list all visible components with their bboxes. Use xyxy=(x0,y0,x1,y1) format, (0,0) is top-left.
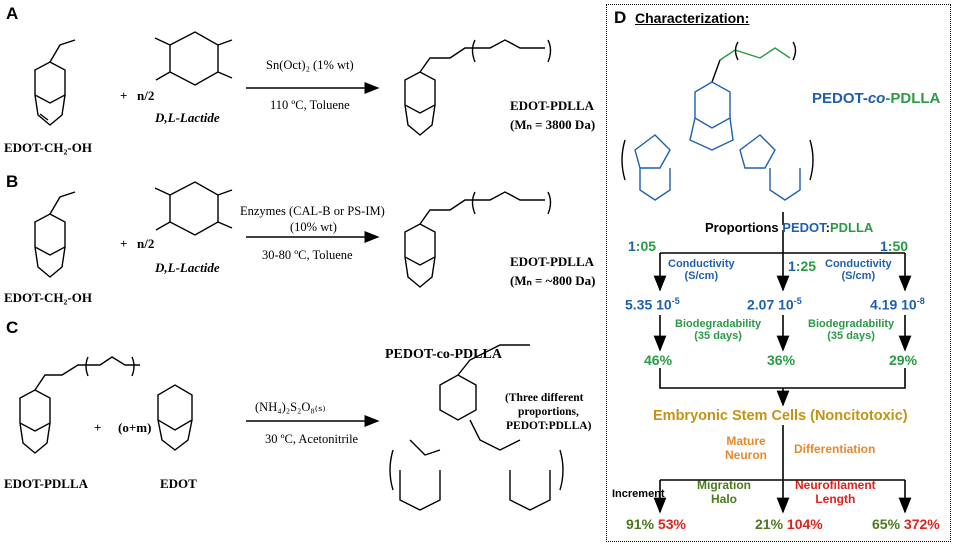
condition-enzymes-b: Enzymes (CAL-B or PS-IM) xyxy=(240,204,385,218)
result-3: 65% 372% xyxy=(872,516,940,532)
condition-catalyst-a: Sn(Oct)₂ (1% wt) xyxy=(266,58,354,72)
product-mn-b: (Mₙ = ~800 Da) xyxy=(510,273,596,288)
product-note-1-c: (Three different xyxy=(505,392,584,404)
edot-ch2oh-structure-b xyxy=(34,191,76,278)
proportions-pdlla: PDLLA xyxy=(829,220,874,235)
pedot-co-pdlla-product-c xyxy=(389,344,564,511)
pedot-co-pdlla-structure-d xyxy=(621,41,814,201)
biodegradability-value-1: 46% xyxy=(644,352,673,368)
edot-pdlla-product-b xyxy=(404,191,552,288)
polymer-co: co xyxy=(867,90,886,107)
stem-cells-label: Embryonic Stem Cells (Noncitotoxic) xyxy=(653,408,908,424)
plus-b: + xyxy=(120,236,128,251)
product-name-b: EDOT-PDLLA xyxy=(510,254,595,269)
condition-temp-c: 30 ºC, Acetonitrile xyxy=(265,432,359,446)
edot-pdlla-reactant-c xyxy=(19,356,140,454)
panel-label-b: B xyxy=(6,172,19,191)
flow-lines-d xyxy=(653,212,912,514)
condition-temp-b: 30-80 ºC, Toluene xyxy=(262,248,353,262)
polymer-name-d: PEDOT-co-PDLLA xyxy=(812,90,940,107)
lactide-ring-a xyxy=(154,31,233,86)
biodegradability-value-3: 29% xyxy=(889,352,918,368)
increment-label: Increment xyxy=(612,488,665,500)
panel-label-d: D xyxy=(614,8,627,27)
result-2: 21% 104% xyxy=(755,516,823,532)
coefficient-b: n/2 xyxy=(137,236,155,251)
conductivity-value-2: 2.07 10-5 xyxy=(747,296,802,313)
reactant-edot-pdlla-c: EDOT-PDLLA xyxy=(4,476,89,491)
product-note-2-c: proportions, xyxy=(518,406,579,418)
conductivity-label-2: Conductivity(S/cm) xyxy=(825,258,892,282)
polymer-pedot: PEDOT- xyxy=(812,90,868,107)
coefficient-c: (o+m) xyxy=(118,420,152,435)
proportions-label: Proportions xyxy=(705,220,779,235)
panel-label-a: A xyxy=(6,4,19,23)
product-name-a: EDOT-PDLLA xyxy=(510,98,595,113)
condition-oxidant-c: (NH₄)₂S₂O₈₍ₛ₎ xyxy=(255,400,326,414)
differentiation-label: Differentiation xyxy=(794,442,876,456)
product-name-c: PEDOT-co-PDLLA xyxy=(385,347,502,362)
proportions-pedot: PEDOT xyxy=(782,220,826,235)
ratio-2: 1:25 xyxy=(788,258,817,274)
reactant-edot-ch2oh-a: EDOT-CH₂-OH xyxy=(4,140,92,155)
reactant-edot-c: EDOT xyxy=(160,476,197,491)
conductivity-label-1: Conductivity(S/cm) xyxy=(668,258,735,282)
characterization-panel xyxy=(606,4,951,542)
coefficient-a: n/2 xyxy=(137,88,155,103)
biodegradability-label-2: Biodegradability(35 days) xyxy=(808,318,895,342)
reactant-lactide-b: D,L-Lactide xyxy=(155,260,220,275)
condition-temp-a: 110 ºC, Toluene xyxy=(270,98,350,112)
product-mn-a: (Mₙ = 3800 Da) xyxy=(510,117,596,132)
reactant-lactide-a: D,L-Lactide xyxy=(155,110,220,125)
biodegradability-label-1: Biodegradability(35 days) xyxy=(675,318,762,342)
edot-monomer-c xyxy=(157,384,193,451)
panel-label-c: C xyxy=(6,318,19,337)
lactide-ring-b xyxy=(154,181,233,236)
conductivity-value-3: 4.19 10-8 xyxy=(870,296,925,313)
proportions-heading: Proportions PEDOT:PDLLA xyxy=(705,220,873,235)
result-1: 91% 53% xyxy=(626,516,686,532)
polymer-pdlla: -PDLLA xyxy=(885,90,941,107)
ratio-1: 1:05 xyxy=(628,238,657,254)
plus-c: + xyxy=(94,420,102,435)
condition-wt-b: (10% wt) xyxy=(290,220,337,234)
edot-pdlla-product-a xyxy=(404,39,552,136)
plus-a: + xyxy=(120,88,128,103)
product-note-3-c: PEDOT:PDLLA) xyxy=(506,420,592,432)
biodegradability-value-2: 36% xyxy=(767,352,796,368)
reactant-edot-ch2oh-b: EDOT-CH₂-OH xyxy=(4,290,92,305)
ratio-3: 1:50 xyxy=(880,238,909,254)
edot-ch2oh-structure-a xyxy=(34,39,76,126)
conductivity-value-1: 5.35 10-5 xyxy=(625,296,680,313)
characterization-title: Characterization: xyxy=(635,10,750,26)
proportions-sep: : xyxy=(825,220,830,235)
